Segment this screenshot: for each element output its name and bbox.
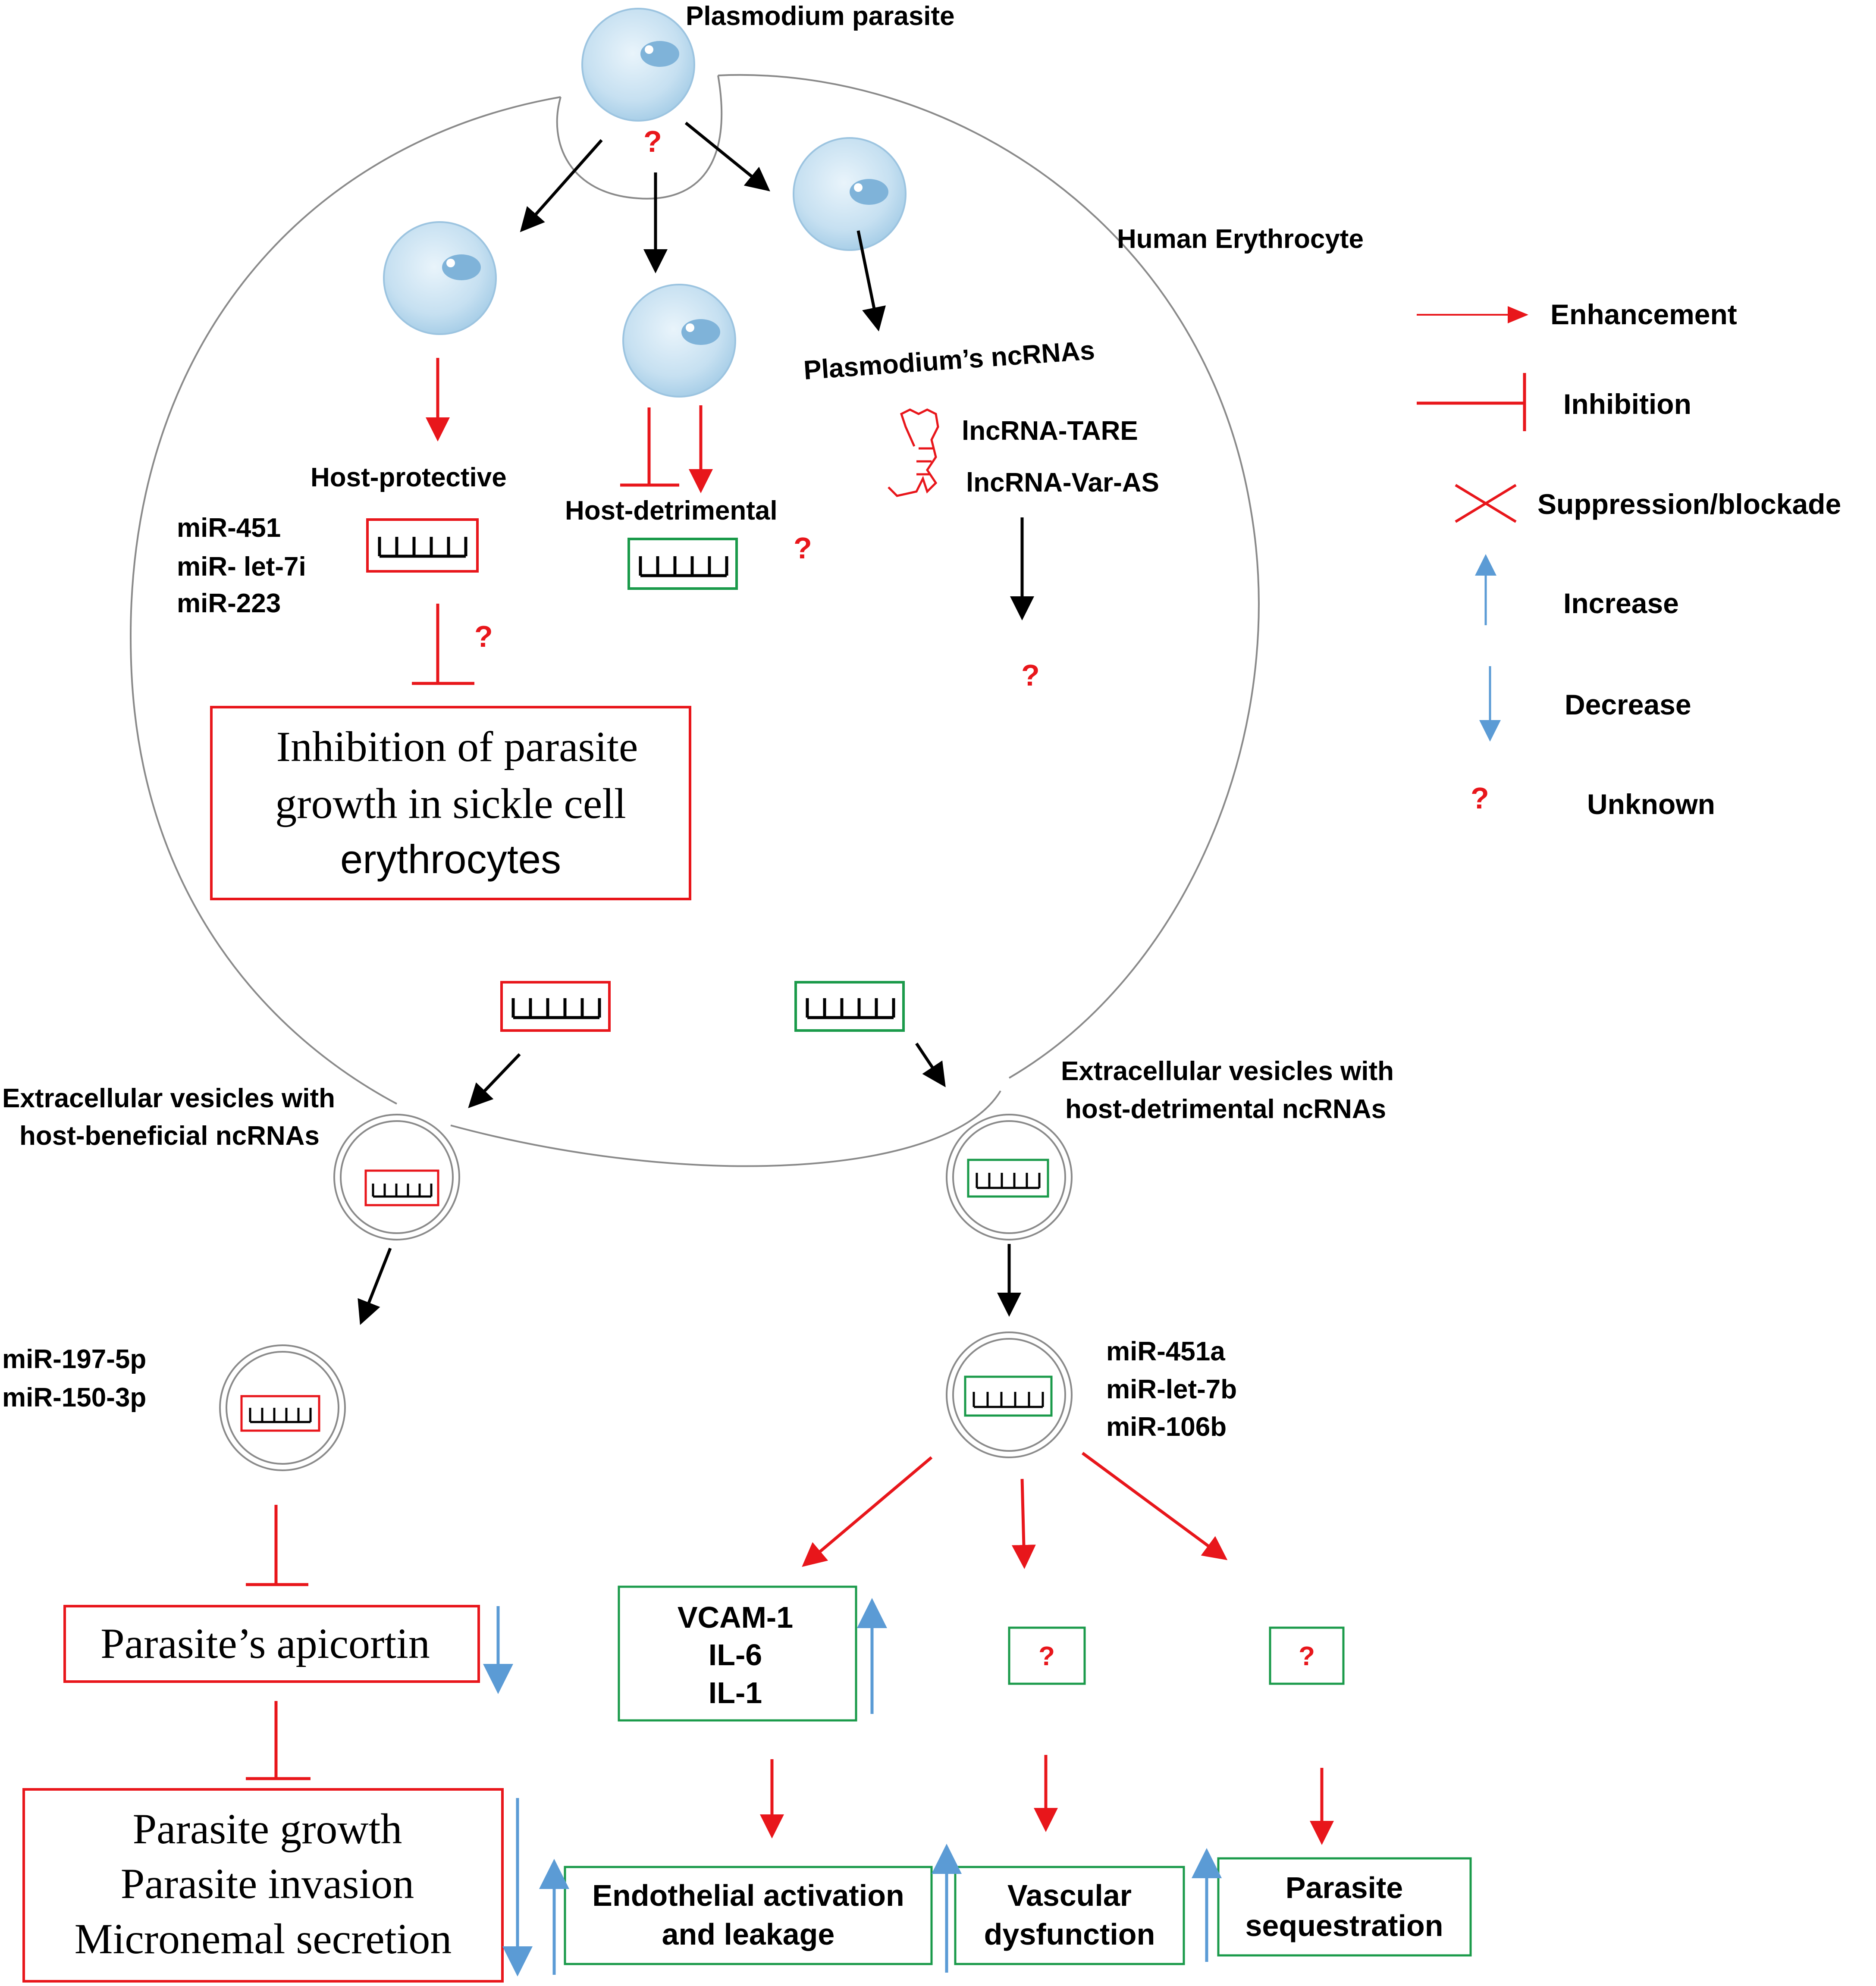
legend-decrease: Decrease xyxy=(1565,689,1691,720)
legend-enhancement: Enhancement xyxy=(1550,298,1737,330)
plasmodium-parasite-label: Plasmodium parasite xyxy=(686,1,955,31)
inhibition-symbol-apicortin xyxy=(246,1505,308,1586)
vesicle-left-label-1: Extracellular vesicles with xyxy=(2,1084,335,1113)
unknown-mark-middle: ? xyxy=(1038,1641,1055,1671)
vascular-line-1: Vascular xyxy=(1007,1879,1132,1912)
left-mirna-2: miR-150-3p xyxy=(2,1383,146,1413)
lncrna-hairpin-icon xyxy=(888,408,939,497)
vesicle-left-budding xyxy=(333,1114,460,1240)
legend-inhibition: Inhibition xyxy=(1563,388,1691,420)
arrow-to-left-vesicle xyxy=(468,1053,521,1109)
legend-suppression-symbol xyxy=(1455,484,1517,523)
right-mirna-3: miR-106b xyxy=(1106,1412,1227,1442)
plasmodium-ncrnas-label: Plasmodium’s ncRNAs xyxy=(803,335,1096,385)
arrow-left-to-released-vesicle xyxy=(358,1247,392,1325)
sequestration-line-1: Parasite xyxy=(1286,1871,1403,1905)
arrow-to-left-parasite xyxy=(520,139,603,232)
unknown-mark-right: ? xyxy=(1299,1641,1315,1671)
host-detrimental-label: Host-detrimental xyxy=(565,496,778,526)
unknown-box-middle xyxy=(1008,1626,1086,1685)
endothelial-line-2: and leakage xyxy=(662,1917,835,1951)
host-mirna-2: miR- let-7i xyxy=(177,552,306,582)
lncrna-var-as-label: lncRNA-Var-AS xyxy=(966,468,1159,498)
unknown-mark-protective: ? xyxy=(474,620,493,653)
legend-increase: Increase xyxy=(1563,587,1679,619)
vesicle-right-label-2: host-detrimental ncRNAs xyxy=(1065,1094,1386,1124)
legend-unknown: Unknown xyxy=(1587,788,1715,820)
arrow-to-unknown-middle xyxy=(1011,1479,1036,1569)
inhibition-growth-line-1: Inhibition of parasite xyxy=(276,723,638,771)
human-erythrocyte-label: Human Erythrocyte xyxy=(1117,224,1364,254)
outcome-micronemal: Micronemal secretion xyxy=(75,1915,452,1963)
inhibition-symbol-outcomes xyxy=(246,1701,311,1780)
marker-il6: IL-6 xyxy=(709,1638,762,1672)
apicortin-label: Parasite’s apicortin xyxy=(100,1619,430,1667)
inhibition-growth-line-3: erythrocytes xyxy=(340,836,561,882)
arrow-to-unknown-right xyxy=(1081,1452,1228,1560)
erythrocyte-invagination xyxy=(556,75,723,200)
parasite-outcomes-box xyxy=(22,1788,504,1983)
ncrna-box-left-export xyxy=(500,981,611,1032)
apicortin-box xyxy=(63,1605,480,1683)
inhibition-symbol-protective xyxy=(412,604,474,685)
left-mirna-1: miR-197-5p xyxy=(2,1344,146,1374)
outcome-growth: Parasite growth xyxy=(133,1805,402,1853)
marker-il1: IL-1 xyxy=(709,1676,762,1710)
unknown-box-right xyxy=(1269,1626,1345,1685)
arrow-to-markers xyxy=(802,1456,933,1567)
vesicle-right-label-1: Extracellular vesicles with xyxy=(1061,1056,1394,1086)
marker-vcam1: VCAM-1 xyxy=(678,1601,793,1634)
vesicle-right-budding xyxy=(946,1114,1073,1240)
unknown-mark-detrimental: ? xyxy=(794,531,812,565)
inhibition-growth-box xyxy=(210,706,691,900)
arrow-to-right-vesicle xyxy=(915,1043,946,1087)
markers-box xyxy=(618,1585,857,1722)
lncrna-tare-label: lncRNA-TARE xyxy=(962,416,1138,446)
ncrna-box-protective xyxy=(366,518,479,573)
vesicle-left-label-2: host-beneficial ncRNAs xyxy=(19,1121,320,1151)
plasmodium-parasite-icon xyxy=(581,8,695,122)
right-mirna-1: miR-451a xyxy=(1106,1337,1225,1366)
unknown-mark-ncrna: ? xyxy=(1021,658,1040,692)
parasite-right-icon xyxy=(793,137,907,251)
legend-unknown-symbol: ? xyxy=(1471,781,1489,815)
vesicle-left-released xyxy=(219,1344,346,1471)
inhibition-symbol-detrimental xyxy=(620,407,679,487)
endothelial-line-1: Endothelial activation xyxy=(592,1879,904,1912)
parasite-middle-icon xyxy=(622,284,736,398)
inhibition-growth-line-2: growth in sickle cell xyxy=(275,780,626,827)
sequestration-line-2: sequestration xyxy=(1245,1909,1443,1942)
ncrna-box-right-export xyxy=(794,981,905,1032)
right-mirna-2: miR-let-7b xyxy=(1106,1375,1237,1404)
unknown-mark-top: ? xyxy=(643,125,662,158)
legend: Enhancement Inhibition Suppression/block… xyxy=(1417,298,1841,820)
host-protective-label: Host-protective xyxy=(311,463,507,492)
legend-suppression: Suppression/blockade xyxy=(1537,488,1841,520)
erythrocyte-membrane xyxy=(130,74,1260,1167)
vascular-box xyxy=(954,1866,1185,1965)
arrow-to-ncrnas xyxy=(856,230,886,332)
ncrna-box-detrimental xyxy=(627,538,738,590)
arrow-to-right-parasite xyxy=(684,122,770,191)
vesicle-right-released xyxy=(946,1331,1073,1458)
host-mirna-3: miR-223 xyxy=(177,589,281,618)
host-mirna-1: miR-451 xyxy=(177,513,281,543)
parasite-left-icon xyxy=(383,221,497,335)
outcome-invasion: Parasite invasion xyxy=(121,1860,414,1908)
endothelial-box xyxy=(564,1866,933,1965)
sequestration-box xyxy=(1217,1857,1472,1957)
legend-inhibition-symbol xyxy=(1417,373,1526,431)
vascular-line-2: dysfunction xyxy=(984,1917,1155,1951)
